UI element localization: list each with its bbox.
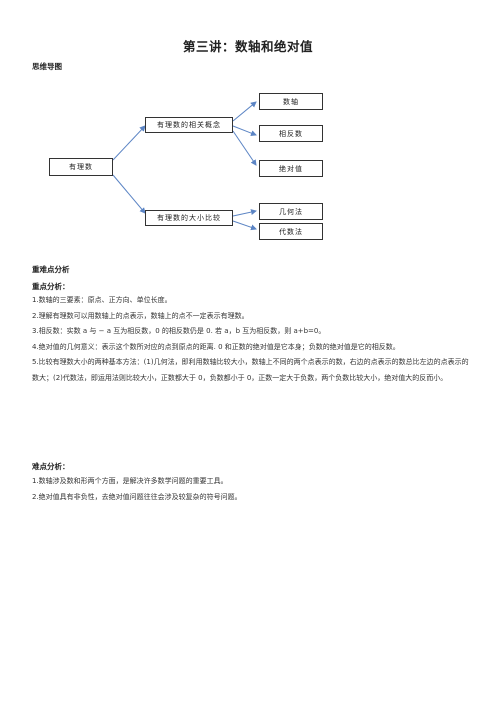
connector-branch1-leaf1 bbox=[232, 101, 257, 122]
connector-root-branch2 bbox=[112, 174, 146, 214]
key-point: 4.绝对值的几何意义：表示这个数所对应的点到原点的距离. 0 和正数的绝对值是它… bbox=[32, 342, 400, 351]
difficult-point: 2.绝对值具有非负性，去绝对值问题往往会涉及较复杂的符号问题。 bbox=[32, 492, 242, 501]
key-point: 2.理解有理数可以用数轴上的点表示，数轴上的点不一定表示有理数。 bbox=[32, 311, 249, 320]
key-point: 5.比较有理数大小的两种基本方法：(1)几何法，即利用数轴比较大小，数轴上不同的… bbox=[32, 358, 469, 382]
analysis-heading: 重难点分析 bbox=[32, 265, 70, 274]
key-points-heading: 重点分析： bbox=[32, 282, 70, 291]
connector-branch1-leaf3 bbox=[232, 130, 257, 166]
difficult-point: 1.数轴涉及数和形两个方面，是解决许多数学问题的重要工具。 bbox=[32, 477, 228, 485]
mindmap-node-leaf4: 几何法 bbox=[259, 203, 323, 220]
mindmap-node-branch2: 有理数的大小比较 bbox=[145, 210, 233, 226]
difficult-points-list: 1.数轴涉及数和形两个方面，是解决许多数学问题的重要工具。 2.绝对值具有非负性… bbox=[32, 474, 472, 505]
key-point: 1.数轴的三要素：原点、正方向、单位长度。 bbox=[32, 296, 172, 304]
difficult-points-heading: 难点分析： bbox=[32, 462, 70, 471]
connector-branch1-leaf2 bbox=[232, 125, 257, 136]
mindmap-node-leaf3: 绝对值 bbox=[259, 160, 323, 177]
mindmap-node-leaf5: 代数法 bbox=[259, 223, 323, 240]
key-point: 3.相反数：实数 a 与 − a 互为相反数，0 的相反数仍是 0. 若 a，b… bbox=[32, 327, 326, 335]
mindmap-node-branch1: 有理数的相关概念 bbox=[145, 117, 233, 133]
mindmap-heading: 思维导图 bbox=[32, 62, 62, 71]
connector-root-branch1 bbox=[112, 125, 146, 161]
connector-branch2-leaf4 bbox=[232, 209, 257, 217]
mind-map: 有理数 有理数的相关概念 有理数的大小比较 数轴 相反数 绝对值 几何法 代数法 bbox=[0, 0, 496, 260]
mindmap-node-leaf1: 数轴 bbox=[259, 93, 323, 110]
key-points-list: 1.数轴的三要素：原点、正方向、单位长度。 2.理解有理数可以用数轴上的点表示，… bbox=[32, 293, 472, 386]
mindmap-node-leaf2: 相反数 bbox=[259, 125, 323, 142]
mind-map-connectors bbox=[112, 101, 257, 231]
connector-branch2-leaf5 bbox=[232, 220, 257, 231]
page-title: 第三讲：数轴和绝对值 bbox=[182, 39, 313, 54]
mindmap-node-root: 有理数 bbox=[49, 158, 113, 176]
